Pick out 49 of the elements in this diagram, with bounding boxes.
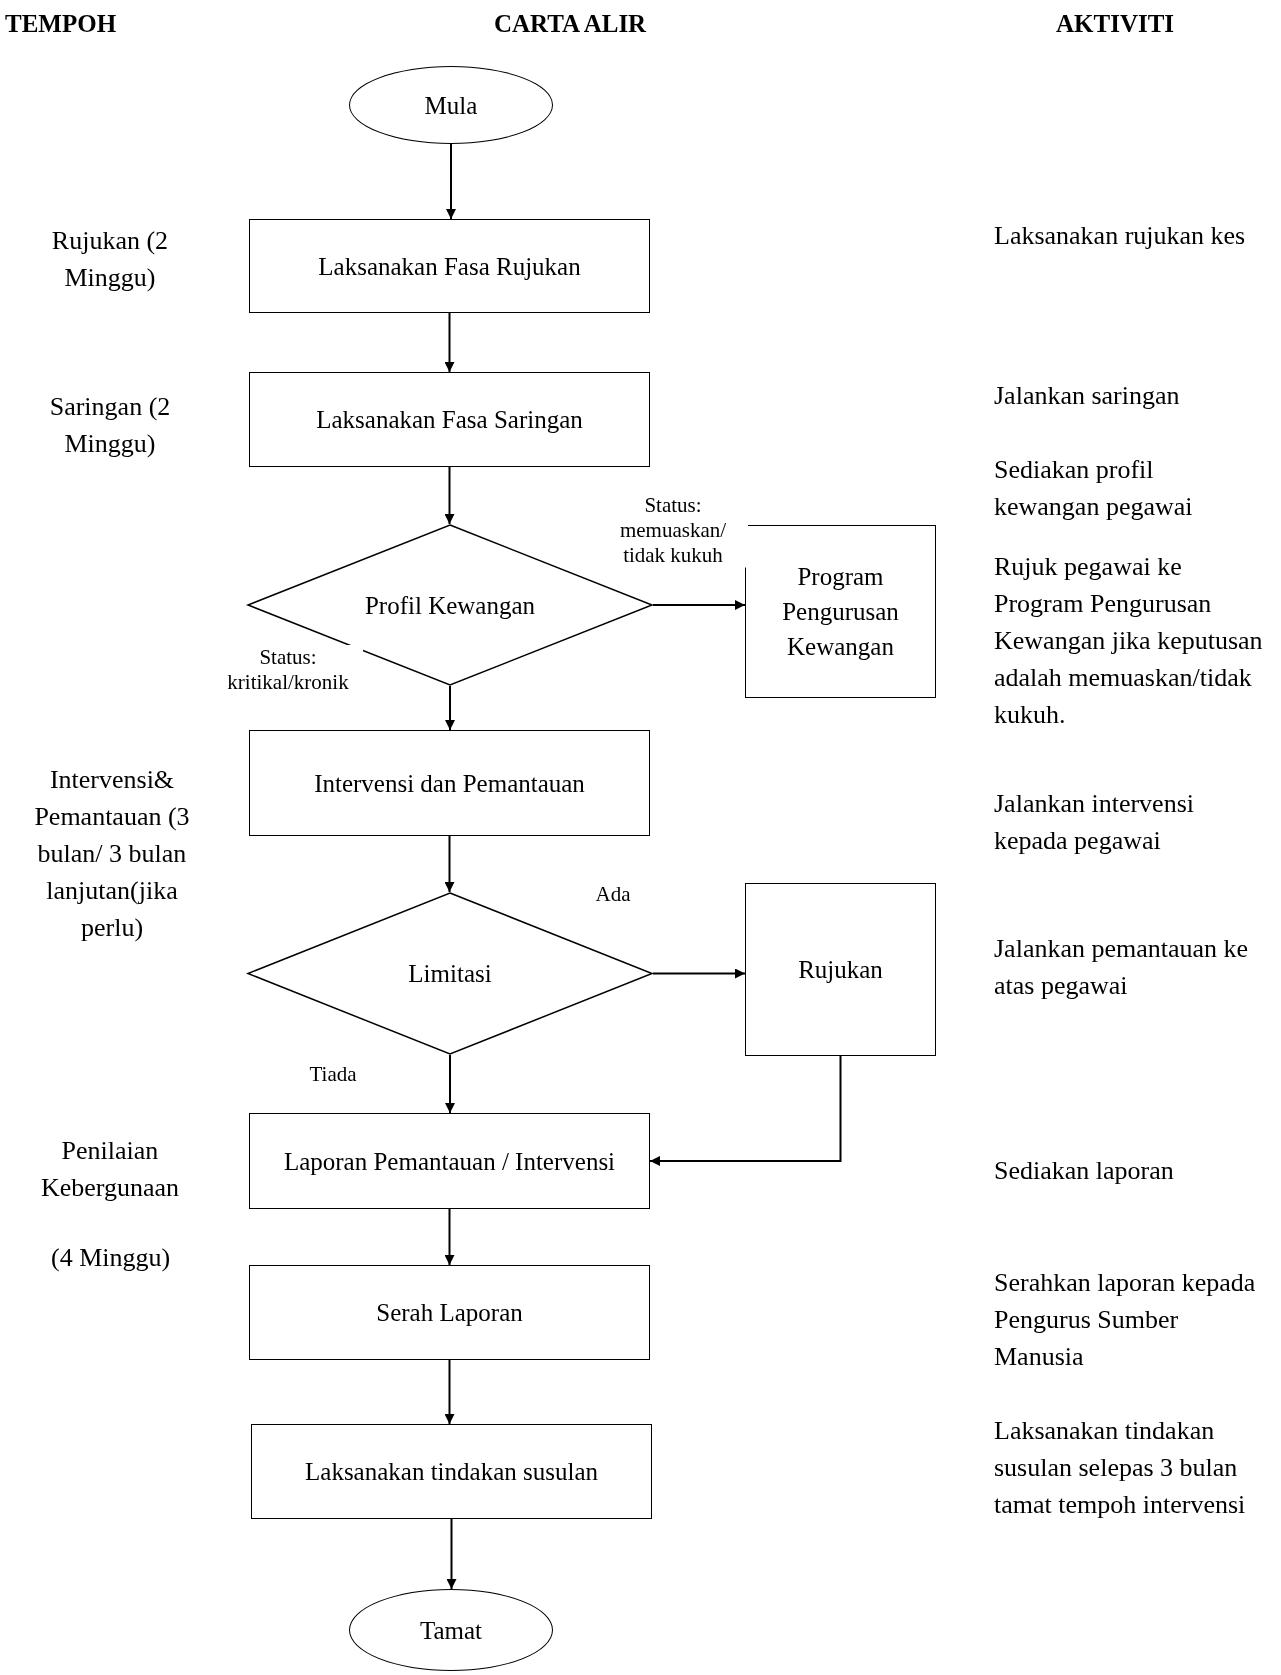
arrow: [445, 685, 455, 731]
activity-text: Rujuk pegawai ke Program Pengurusan Kewangan jika keputusan adalah memuaskan/tidak kukuh.: [994, 551, 1264, 731]
arrow: [444, 312, 455, 373]
process-box: [249, 1265, 650, 1360]
activity-text: Laksanakan rujukan kes: [994, 220, 1247, 252]
arrow: [445, 1054, 455, 1114]
arrow: [652, 600, 746, 610]
activity-text: Jalankan pemantauan ke atas pegawai: [994, 933, 1250, 1002]
arrow: [444, 1359, 455, 1425]
process-box: [249, 1113, 650, 1209]
node-text: Tamat: [418, 1615, 484, 1646]
node-text: Profil Kewangan: [363, 590, 537, 621]
node-text: Limitasi: [407, 959, 493, 989]
duration-text: Saringan (2 Minggu): [48, 391, 172, 460]
activity-text: Jalankan saringan: [994, 380, 1181, 412]
duration-text: Penilaian Kebergunaan: [39, 1135, 181, 1204]
node-text: Laksanakan Fasa Saringan: [315, 405, 584, 435]
arrow: [444, 1208, 455, 1266]
process-box: [745, 883, 936, 1056]
arrow: [444, 835, 455, 893]
process-box: [745, 525, 936, 698]
node-text: Program Pengurusan Kewangan: [781, 562, 900, 662]
arrow: [446, 143, 456, 220]
node-text: Mula: [423, 90, 479, 121]
duration-text: (4 Minggu): [51, 1242, 172, 1274]
activity-text: Sediakan profil kewangan pegawai: [994, 454, 1194, 523]
activity-text: Sediakan laporan: [994, 1155, 1175, 1187]
process-box: [251, 1424, 652, 1519]
node-text: Serah Laporan: [375, 1298, 524, 1328]
activity-text: Jalankan intervensi kepada pegawai: [994, 788, 1195, 857]
node-text: Laksanakan Fasa Rujukan: [317, 251, 582, 282]
process-box: [249, 372, 650, 467]
arrow: [446, 1518, 457, 1590]
node-text: Laporan Pemantauan / Intervensi: [282, 1146, 617, 1177]
arrow: [652, 968, 746, 979]
duration-text: Intervensi& Pemantauan (3 bulan/ 3 bulan lanjutan(jika perlu): [33, 764, 191, 944]
activity-text: Laksanakan tindakan susulan selepas 3 bulan tamat tempoh intervensi: [994, 1415, 1247, 1521]
node-text: Rujukan: [797, 955, 884, 985]
node-text: Laksanakan tindakan susulan: [304, 1457, 599, 1487]
node-text: Intervensi dan Pemantauan: [313, 768, 586, 799]
process-box: [249, 219, 650, 313]
process-box: [249, 730, 650, 836]
column-header: CARTA ALIR: [494, 9, 648, 39]
arrow: [649, 1055, 842, 1166]
column-header: AKTIVITI: [1056, 9, 1176, 39]
activity-text: Serahkan laporan kepada Pengurus Sumber Manusia: [994, 1267, 1257, 1373]
column-header: TEMPOH: [5, 9, 118, 39]
arrow: [444, 466, 455, 525]
duration-text: Rujukan (2 Minggu): [50, 225, 170, 294]
